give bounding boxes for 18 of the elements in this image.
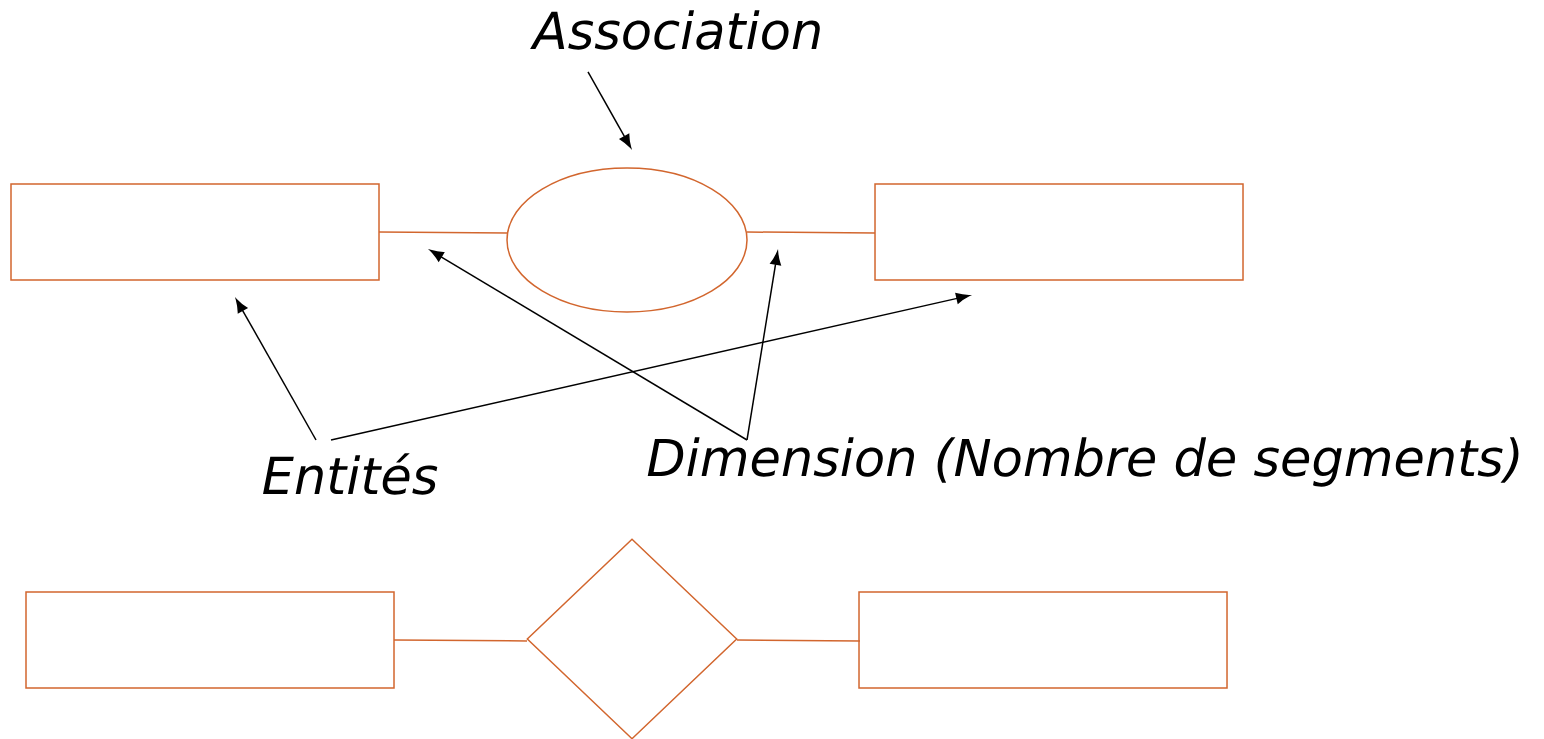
- label-text: Dimension (Nombre de segments): [647, 437, 1519, 487]
- association-ellipse: [506, 167, 748, 313]
- association-diamond: [526, 538, 738, 739]
- leader-arrow: [235, 298, 317, 441]
- leader-arrow: [587, 71, 632, 149]
- connector-line: [378, 231, 508, 234]
- connector-line: [736, 639, 861, 642]
- entity-box: [10, 183, 380, 281]
- entity-box: [25, 591, 395, 689]
- entity-box: [874, 183, 1244, 281]
- connector-line: [393, 639, 528, 642]
- entity-box: [858, 591, 1228, 689]
- connector-line: [746, 231, 876, 234]
- leader-arrow: [330, 293, 970, 441]
- label-text: Association: [530, 10, 820, 50]
- leader-arrow: [429, 249, 748, 441]
- label-text: Entités: [263, 453, 438, 495]
- leader-arrow: [746, 251, 781, 441]
